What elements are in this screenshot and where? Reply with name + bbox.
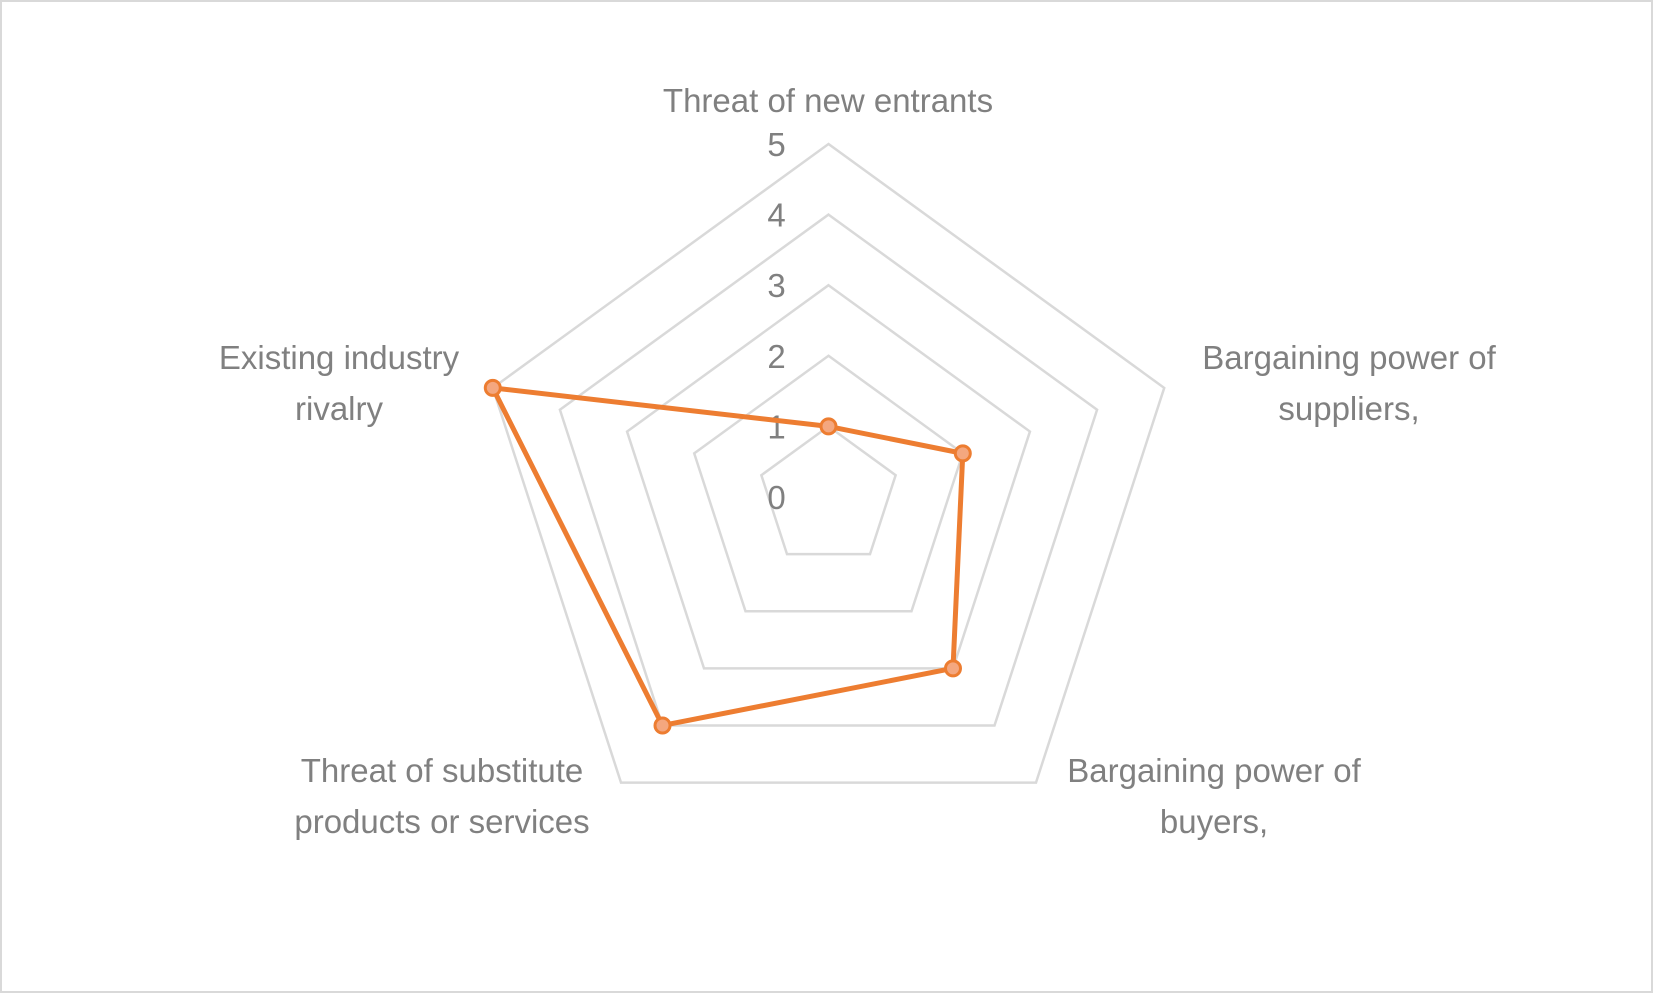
data-point-marker: [953, 444, 972, 463]
tick-label-4: 4: [767, 197, 785, 234]
category-label-suppliers-line2: suppliers,: [1278, 390, 1419, 427]
grid-ring-5: [491, 142, 1166, 784]
category-label-suppliers: Bargaining power of: [1202, 339, 1496, 376]
grid-ring-1: [759, 424, 898, 556]
category-label-new-entrants: Threat of new entrants: [663, 82, 993, 119]
data-point-marker: [483, 378, 502, 397]
tick-label-2: 2: [767, 338, 785, 375]
category-label-buyers: Bargaining power of: [1067, 752, 1361, 789]
grid-ring-2: [692, 354, 965, 613]
radial-axis-ticks: 0 1 2 3 4 5: [767, 126, 785, 516]
category-label-buyers-line2: buyers,: [1160, 803, 1268, 840]
tick-label-3: 3: [767, 267, 785, 304]
series-line: [490, 385, 966, 728]
tick-label-1: 1: [767, 408, 785, 445]
category-label-substitutes-line2: products or services: [294, 803, 589, 840]
data-point-marker: [653, 716, 672, 735]
data-point-marker: [819, 417, 838, 436]
category-label-rivalry-line2: rivalry: [295, 390, 383, 427]
radar-grid: [491, 142, 1166, 784]
data-series: [483, 378, 972, 735]
category-label-rivalry: Existing industry: [219, 339, 460, 376]
category-label-substitutes: Threat of substitute: [301, 752, 583, 789]
grid-ring-4: [558, 213, 1099, 727]
tick-label-5: 5: [767, 126, 785, 163]
tick-label-0: 0: [767, 479, 785, 516]
data-point-marker: [943, 659, 962, 678]
